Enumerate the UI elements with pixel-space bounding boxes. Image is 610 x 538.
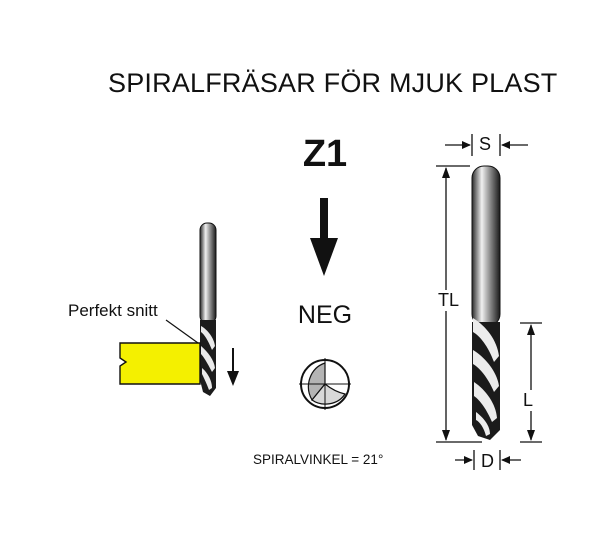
dim-cutting-length bbox=[520, 322, 542, 443]
cut-label: Perfekt snitt bbox=[68, 301, 158, 320]
dim-diameter-label: D bbox=[481, 451, 494, 471]
workpiece-block bbox=[119, 342, 201, 385]
page-title: SPIRALFRÄSAR FÖR MJUK PLAST bbox=[108, 68, 558, 98]
dim-total-length-label: TL bbox=[437, 290, 461, 311]
dim-shank bbox=[445, 134, 528, 156]
rotation-label: NEG bbox=[297, 301, 353, 329]
dim-shank-label: S bbox=[479, 134, 492, 154]
flute-cross-section-icon bbox=[299, 358, 351, 410]
feed-arrow-icon bbox=[227, 348, 239, 386]
flutes-label: Z1 bbox=[302, 133, 348, 175]
cut-leader-line bbox=[165, 319, 199, 344]
small-tool-illustration bbox=[199, 222, 217, 396]
down-arrow-icon bbox=[310, 198, 338, 276]
dim-diameter bbox=[455, 450, 521, 470]
dim-cutting-length-label: L bbox=[523, 390, 534, 411]
spiral-angle-label: SPIRALVINKEL = 21° bbox=[253, 452, 384, 467]
large-tool-illustration bbox=[471, 165, 501, 440]
